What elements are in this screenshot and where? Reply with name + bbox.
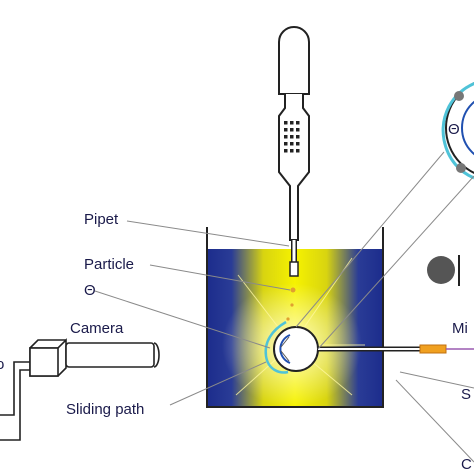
inset-dot-top <box>454 91 464 101</box>
right-label-mi: Mi <box>452 320 468 337</box>
sliding-path-leader <box>169 361 267 406</box>
camera <box>0 338 160 441</box>
pipet-tip <box>289 261 299 277</box>
sliding-path-curve <box>264 320 289 374</box>
leader-lines <box>94 151 474 463</box>
left-cut-label: o <box>0 356 4 373</box>
sphere-inner-arc <box>279 334 291 364</box>
theta-leader <box>94 290 271 349</box>
inset-outer-ring <box>445 82 474 174</box>
right-label-c: C <box>461 456 472 473</box>
camera-label: Camera <box>70 320 124 337</box>
light-source <box>427 255 460 286</box>
particle-leader <box>149 264 291 291</box>
camera-lens-end <box>153 342 160 368</box>
right-leader-s <box>399 371 474 389</box>
camera-lens <box>65 342 155 368</box>
pipet-bulb <box>278 26 310 95</box>
particle <box>290 287 296 293</box>
pipet <box>278 26 310 277</box>
zoom-inset: Θ <box>441 82 474 180</box>
zoom-line-bottom <box>317 175 474 350</box>
pipet-label: Pipet <box>84 211 119 228</box>
theta-angle-marker <box>280 336 290 362</box>
right-leader-c <box>395 379 474 463</box>
capillary-sleeve <box>419 344 447 354</box>
camera-cable-2 <box>0 369 30 441</box>
lamp-bulb <box>427 256 455 284</box>
camera-top-bevel <box>29 339 66 349</box>
inset-sphere <box>461 100 474 156</box>
theta-label: Θ <box>84 282 96 299</box>
pipet-leader <box>126 220 290 247</box>
particle-fall-path <box>286 287 296 321</box>
particle-label: Particle <box>84 256 134 273</box>
pipet-neck <box>278 94 310 241</box>
zoom-line-top <box>295 151 445 328</box>
right-label-s: S <box>461 386 471 403</box>
camera-cable <box>0 361 30 416</box>
tank-walls <box>206 227 384 408</box>
pipet-grip-dots <box>284 121 300 153</box>
sliding-path-label: Sliding path <box>66 401 144 418</box>
inset-dot-bottom <box>456 163 466 173</box>
camera-front-face <box>29 347 59 377</box>
inset-theta-label: Θ <box>448 121 460 138</box>
